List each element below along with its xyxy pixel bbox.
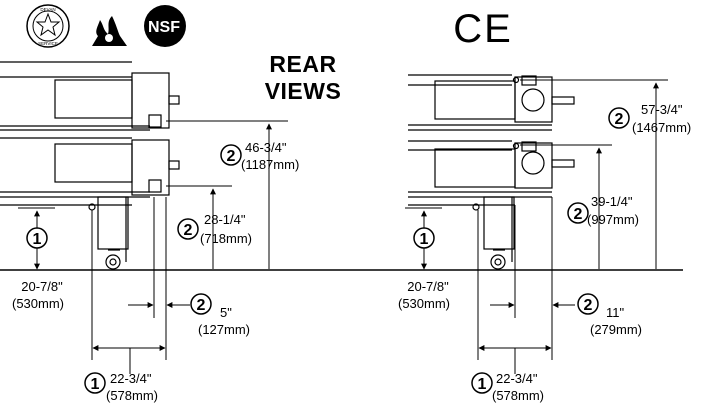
- dimension-metric: (1467mm): [632, 120, 691, 135]
- flame-logo-icon: [92, 16, 127, 46]
- ref-number: 2: [584, 297, 593, 314]
- dimension-imperial: 39-1/4": [591, 194, 633, 209]
- ref-number: 2: [184, 222, 193, 239]
- ref-number: 2: [227, 148, 236, 165]
- left-dimension-lines: [18, 120, 288, 374]
- right-depth-callout: 1 22-3/4" (578mm): [471, 371, 544, 403]
- left-oven-stack: [0, 61, 180, 270]
- right-lower-height-callout: 2 39-1/4" (997mm): [567, 194, 639, 227]
- left-offset-callout: 2 5" (127mm): [190, 293, 250, 337]
- title-line-2: VIEWS: [265, 78, 342, 104]
- right-upper-height-callout: 2 57-3/4" (1467mm): [608, 102, 691, 135]
- dimension-imperial: 5": [220, 305, 232, 320]
- dimension-imperial: 20-7/8": [407, 279, 449, 294]
- dimension-imperial: 57-3/4": [641, 102, 683, 117]
- ref-number: 1: [91, 376, 100, 393]
- dimension-metric: (530mm): [12, 296, 64, 311]
- dimension-imperial: 46-3/4": [245, 140, 287, 155]
- dimension-metric: (530mm): [398, 296, 450, 311]
- dimension-metric: (1187mm): [241, 157, 299, 172]
- dimension-metric: (578mm): [106, 388, 158, 403]
- dimension-metric: (578mm): [492, 388, 544, 403]
- dimension-metric: (127mm): [198, 322, 250, 337]
- dimension-metric: (997mm): [587, 212, 639, 227]
- csa-seal-bottom-text: SERVICE: [38, 41, 58, 46]
- left-upper-height-callout: 2 46-3/4" (1187mm): [220, 140, 299, 172]
- left-lower-height-callout: 2 28-1/4" (718mm): [177, 212, 252, 246]
- left-depth-callout: 1 22-3/4" (578mm): [84, 371, 158, 403]
- dimension-imperial: 22-3/4": [110, 371, 152, 386]
- ref-number: 2: [574, 206, 583, 223]
- right-offset-callout: 2 11" (279mm): [577, 293, 642, 337]
- ref-number: 2: [197, 297, 206, 314]
- dimension-imperial: 11": [606, 305, 624, 320]
- dimension-metric: (718mm): [200, 231, 252, 246]
- dimension-imperial: 20-7/8": [21, 279, 63, 294]
- ce-mark: CE: [453, 7, 513, 51]
- right-dimension-lines: [405, 79, 668, 374]
- ref-number: 1: [33, 231, 42, 248]
- ref-number: 1: [478, 376, 487, 393]
- csa-seal-icon: DEVAN SERVICE: [26, 4, 70, 48]
- nsf-logo-text: NSF: [148, 19, 180, 36]
- csa-seal-top-text: DEVAN: [40, 7, 55, 12]
- ref-number: 2: [615, 111, 624, 128]
- title-line-1: REAR: [269, 51, 336, 77]
- dimension-imperial: 28-1/4": [204, 212, 246, 227]
- nsf-logo-icon: NSF: [144, 5, 186, 47]
- dimension-imperial: 22-3/4": [496, 371, 538, 386]
- ref-number: 1: [420, 231, 429, 248]
- dimension-metric: (279mm): [590, 322, 642, 337]
- right-leg-height-callout: 1 20-7/8" (530mm): [398, 227, 450, 311]
- left-leg-height-callout: 1 20-7/8" (530mm): [12, 227, 64, 311]
